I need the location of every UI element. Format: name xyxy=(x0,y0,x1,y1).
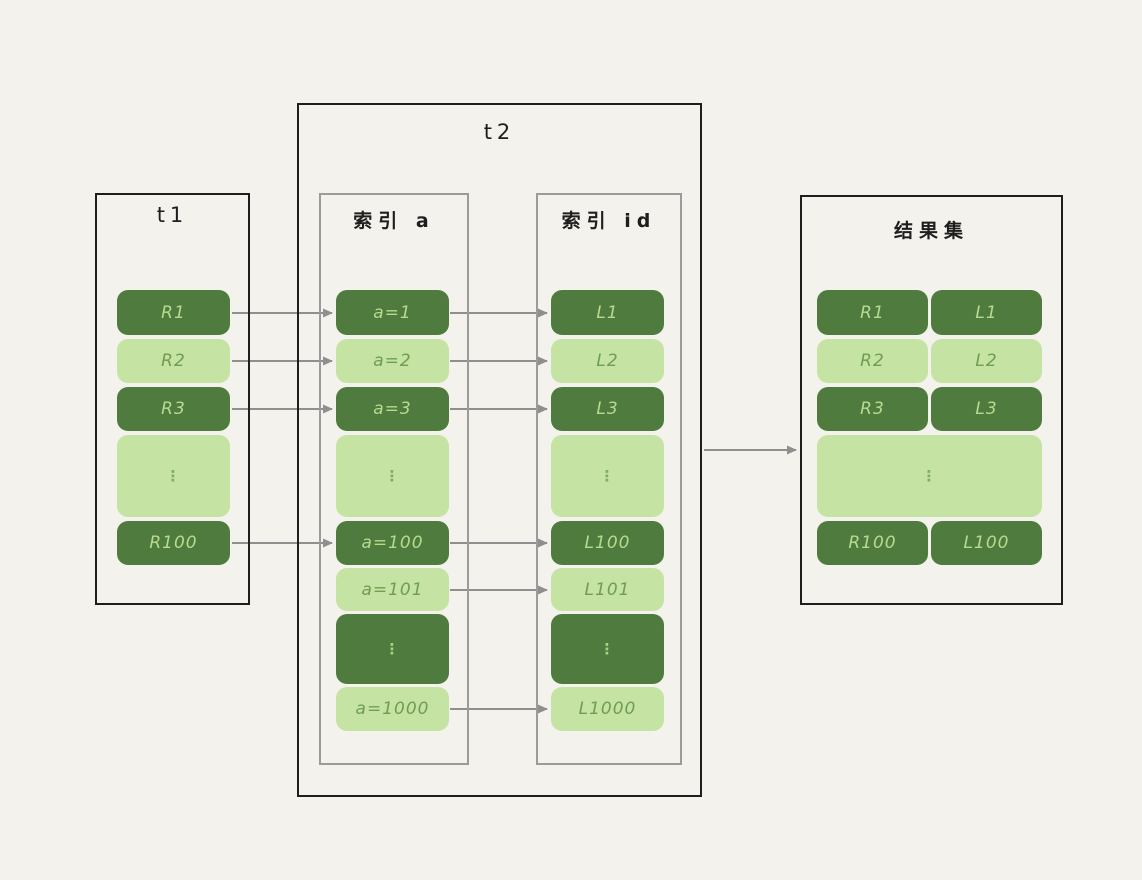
result-row-100-left: R100 xyxy=(817,521,928,565)
index-a-box xyxy=(319,193,469,765)
index-a-row-ellipsis-2: ⋮ xyxy=(336,614,449,684)
t1-row-r3: R3 xyxy=(117,387,230,431)
index-id-row-ellipsis-1: ⋮ xyxy=(551,435,664,517)
index-a-row-101: a=101 xyxy=(336,568,449,611)
index-id-box xyxy=(536,193,682,765)
result-row-100-right: L100 xyxy=(931,521,1042,565)
index-id-row-3: L3 xyxy=(551,387,664,431)
result-row-1-left: R1 xyxy=(817,290,928,335)
index-id-row-ellipsis-2: ⋮ xyxy=(551,614,664,684)
result-row-3-left: R3 xyxy=(817,387,928,431)
index-id-row-100: L100 xyxy=(551,521,664,565)
index-id-row-1: L1 xyxy=(551,290,664,335)
result-row-ellipsis: ⋮ xyxy=(817,435,1042,517)
result-title: 结果集 xyxy=(893,220,969,242)
index-a-row-100: a=100 xyxy=(336,521,449,565)
t1-row-r100: R100 xyxy=(117,521,230,565)
result-box xyxy=(800,195,1063,605)
index-id-row-2: L2 xyxy=(551,339,664,383)
t1-row-ellipsis: ⋮ xyxy=(117,435,230,517)
result-row-2-left: R2 xyxy=(817,339,928,383)
index-a-row-3: a=3 xyxy=(336,387,449,431)
index-a-title: 索引 a xyxy=(353,210,435,232)
result-row-2-right: L2 xyxy=(931,339,1042,383)
index-a-row-ellipsis-1: ⋮ xyxy=(336,435,449,517)
index-id-row-101: L101 xyxy=(551,568,664,611)
index-a-row-2: a=2 xyxy=(336,339,449,383)
index-id-row-1000: L1000 xyxy=(551,687,664,731)
t2-title: t2 xyxy=(483,120,516,144)
result-row-1-right: L1 xyxy=(931,290,1042,335)
t1-row-r2: R2 xyxy=(117,339,230,383)
index-a-row-1: a=1 xyxy=(336,290,449,335)
result-row-3-right: L3 xyxy=(931,387,1042,431)
t1-title: t1 xyxy=(156,203,189,227)
index-id-title: 索引 id xyxy=(561,210,657,232)
t1-row-r1: R1 xyxy=(117,290,230,335)
index-a-row-1000: a=1000 xyxy=(336,687,449,731)
t2-box xyxy=(297,103,702,797)
t1-box xyxy=(95,193,250,605)
